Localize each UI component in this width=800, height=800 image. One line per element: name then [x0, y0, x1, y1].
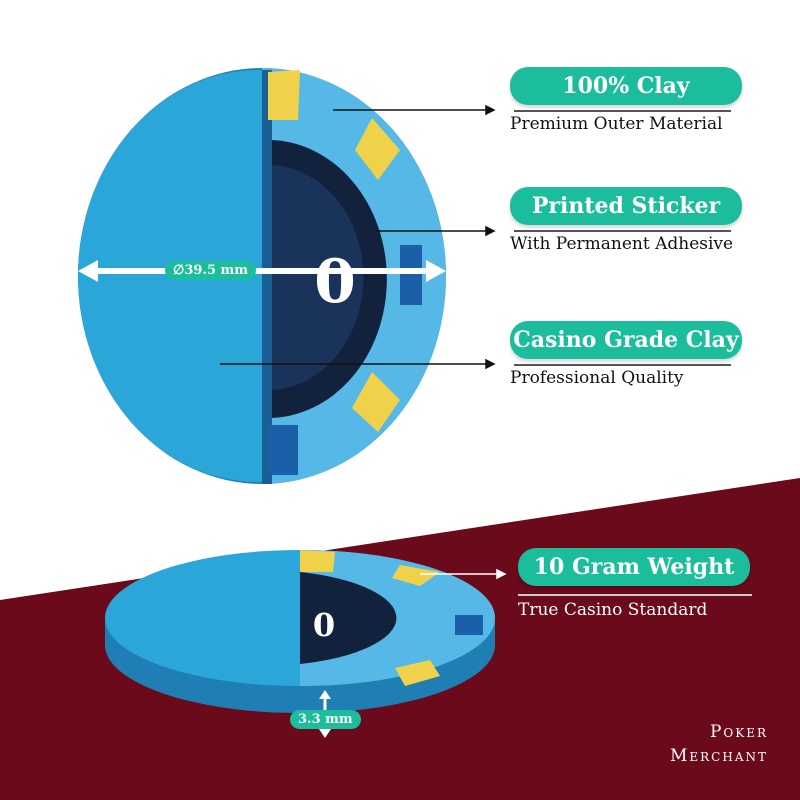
feature-title-clay: 100% Clay [510, 67, 742, 105]
thickness-label: 3.3 mm [290, 710, 361, 729]
feature-subtitle-clay: Premium Outer Material [510, 114, 723, 134]
feature-title-weight: 10 Gram Weight [518, 548, 750, 586]
feature-title-sticker: Printed Sticker [510, 187, 742, 225]
brand-logo: Poker Merchant [670, 720, 768, 768]
brand-line-1: Poker [709, 722, 768, 742]
divider [518, 594, 752, 596]
callout-arrow-weight [420, 568, 507, 580]
feature-subtitle-sticker: With Permanent Adhesive [510, 234, 734, 254]
chip-side-view: 0 [105, 550, 495, 738]
feature-title-casino-grade: Casino Grade Clay [510, 321, 742, 359]
callout-arrows [220, 104, 496, 370]
diameter-label: ∅39.5 mm [165, 261, 257, 280]
feature-subtitle-casino-grade: Professional Quality [510, 368, 684, 388]
chip-denomination: 0 [314, 247, 356, 317]
chip-denomination-side: 0 [313, 606, 335, 644]
divider [514, 364, 731, 366]
divider [514, 230, 731, 232]
chip-front-view: 0 [78, 68, 446, 484]
divider [514, 110, 731, 112]
brand-line-2: Merchant [669, 746, 768, 766]
feature-subtitle-weight: True Casino Standard [518, 600, 708, 620]
